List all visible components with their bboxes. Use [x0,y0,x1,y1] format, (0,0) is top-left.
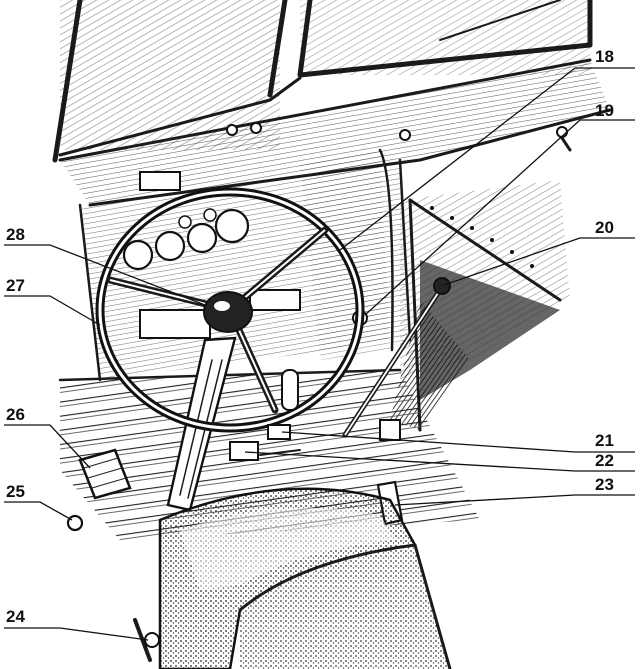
floor-pedals [229,369,301,461]
callout-21: 21 [595,431,614,450]
callout-24: 24 [6,607,25,626]
dashboard [58,58,612,382]
callout-26: 26 [6,405,25,424]
callout-20: 20 [595,218,614,237]
left-pedal [66,448,132,532]
steering-wheel [95,187,365,512]
callout-leaders [4,67,635,641]
right-cab-wall [390,180,570,432]
callout-27: 27 [6,276,25,295]
gear-lever [342,277,451,441]
rivets [430,206,534,268]
callout-19: 19 [595,101,614,120]
callout-28: 28 [6,225,25,244]
seat [158,487,452,669]
instrument-cluster [122,208,301,339]
windshield [52,0,593,163]
callout-22: 22 [595,451,614,470]
callout-18: 18 [595,47,614,66]
callout-23: 23 [595,475,614,494]
callout-25: 25 [6,482,25,501]
lower-control [133,618,160,662]
callout-labels: 18 19 20 21 22 23 24 25 26 27 28 [6,47,614,626]
